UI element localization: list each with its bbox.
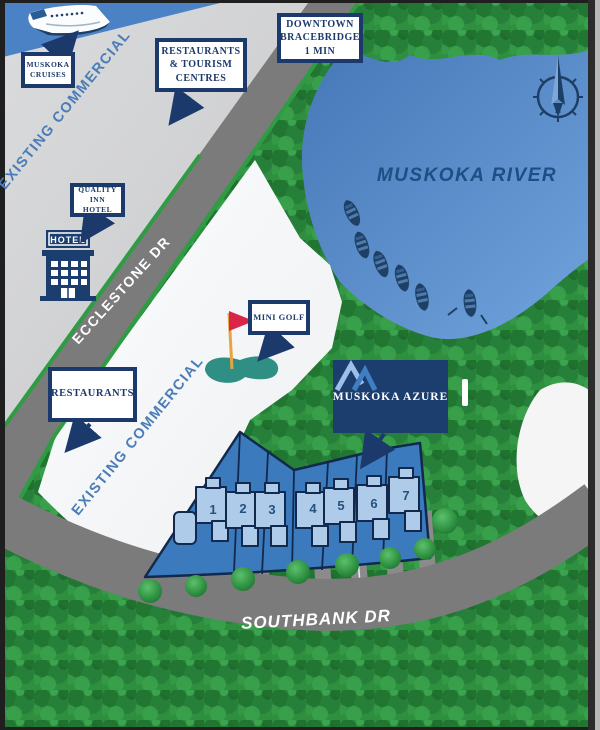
hotel-sign-text: HOTEL bbox=[50, 235, 86, 245]
bushes bbox=[138, 508, 458, 603]
house-footprints bbox=[173, 467, 422, 547]
compass-icon bbox=[533, 55, 583, 122]
southbank-road bbox=[0, 484, 600, 631]
dock-marker bbox=[462, 379, 468, 406]
boats bbox=[340, 197, 488, 325]
compass-n-label: N bbox=[555, 105, 562, 115]
muskoka-river-water bbox=[301, 48, 595, 340]
cruise-ship-icon bbox=[28, 4, 110, 36]
golf-green bbox=[205, 356, 279, 383]
label-arrows bbox=[41, 30, 396, 470]
golf-flag bbox=[229, 311, 254, 331]
road-green-edge-left bbox=[1, 153, 202, 430]
road-green-edge-right bbox=[16, 1, 360, 503]
development-area bbox=[38, 160, 342, 578]
hotel-icon bbox=[40, 230, 96, 301]
